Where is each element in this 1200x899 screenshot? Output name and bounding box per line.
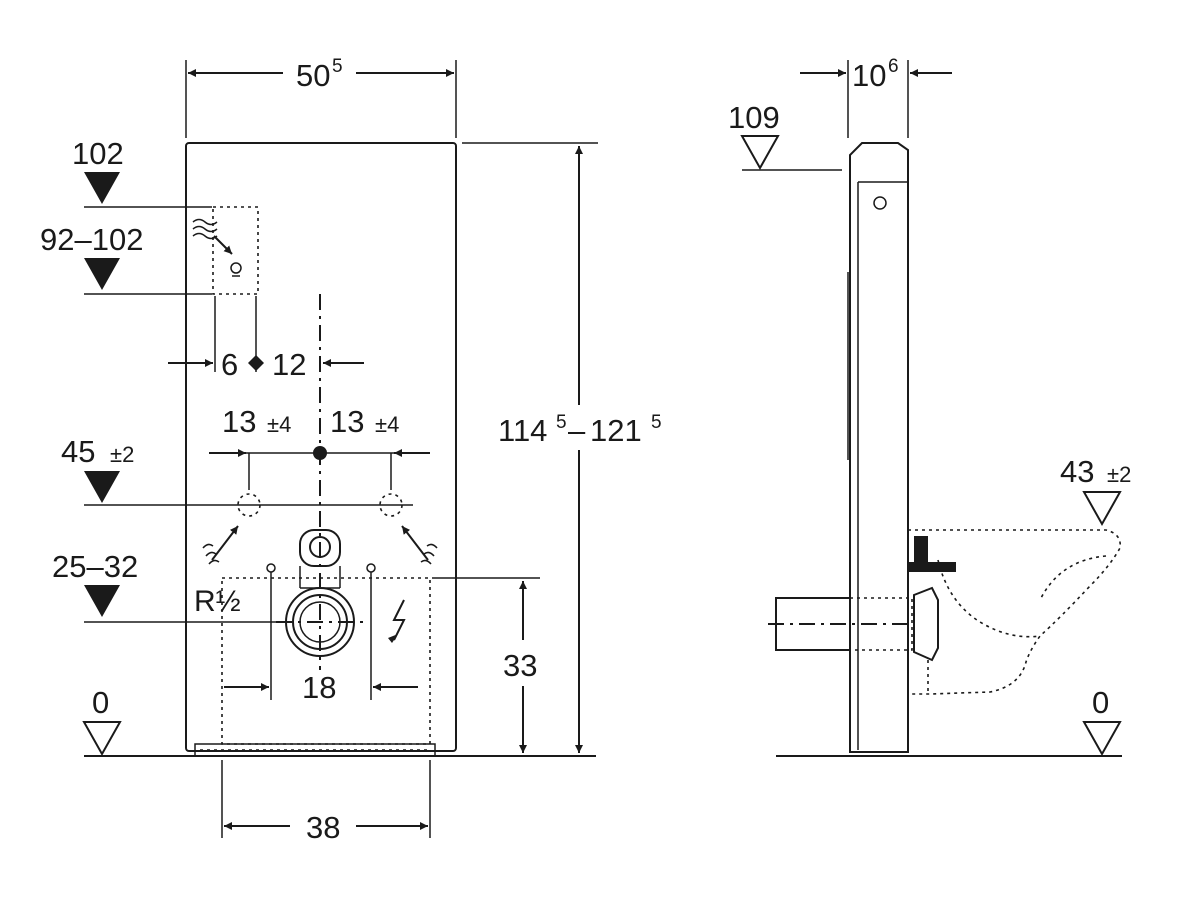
level-102-marker-icon [84,172,120,204]
fixing-bolt-left-icon [237,493,261,517]
dim-center-diamond-icon [248,355,264,371]
thread-label: R½ [194,585,241,618]
width-dimension-superscript: 5 [332,56,343,77]
height-dimension-from: 114 [498,413,547,448]
width-dimension-label: 50 [296,58,330,93]
dim-33-label: 33 [503,648,537,683]
level-45-label: 45 [61,434,95,469]
front-foot-strip [194,743,436,757]
level-43-marker-icon [1082,491,1122,527]
level-92-102-label: 92–102 [40,222,143,257]
level-25-32-marker-icon [84,585,120,617]
water-supply-icon [192,218,233,255]
front-module-outline [185,142,457,752]
side-seal-icon [913,586,939,662]
water-valve-icon [230,262,242,274]
depth-dimension-superscript: 6 [888,56,899,77]
height-dimension-to-sup: 5 [651,412,662,433]
dim-12-label: 12 [272,347,306,382]
flush-pipe-connection [299,529,341,589]
side-fixing-bracket [908,562,956,572]
depth-dimension-label: 10 [852,58,886,93]
front-level-0-label: 0 [92,685,109,720]
level-92-102-marker-icon [84,258,120,290]
side-level-0-marker-icon [1082,721,1122,757]
level-45-tol: ±2 [110,442,134,467]
front-level-0-marker-icon [82,721,122,757]
level-43-label: 43 [1060,454,1094,489]
dim-13-right-tol: ±4 [375,412,399,437]
stud-right-icon [366,563,376,573]
dim-center-point-icon [313,446,327,460]
height-dimension-dash: – [568,413,586,448]
height-dimension-from-sup: 5 [556,412,567,433]
level-25-32-label: 25–32 [52,549,138,584]
side-module-profile [849,142,909,753]
dim-38-label: 38 [306,810,340,845]
side-view: 10 6 109 43 ±2 0 [728,56,1131,757]
height-dimension-to: 121 [590,413,642,448]
side-toilet-outline [908,529,1122,695]
lower-connection-zone [221,577,431,745]
level-45-marker-icon [84,471,120,503]
level-102-label: 102 [72,136,124,171]
level-109-label: 109 [728,100,780,135]
electrical-supply-icon [388,599,406,643]
level-109-marker-icon [740,135,780,171]
dim-6-label: 6 [221,347,238,382]
stud-left-icon [266,563,276,573]
side-button-icon [873,196,887,210]
fixing-bolt-right-icon [379,493,403,517]
front-view: 50 5 114 5 – 121 5 102 92–102 6 [40,56,662,845]
water-arrow-left-icon [202,525,239,565]
drain-pipe-icon [276,587,364,657]
side-level-0-label: 0 [1092,685,1109,720]
dim-18-label: 18 [302,670,336,705]
water-connection-zone [212,206,259,295]
level-43-tol: ±2 [1107,462,1131,487]
dim-13-left-tol: ±4 [267,412,291,437]
water-arrow-right-icon [401,525,438,565]
dim-13-left-label: 13 [222,404,256,439]
dim-13-right-label: 13 [330,404,364,439]
